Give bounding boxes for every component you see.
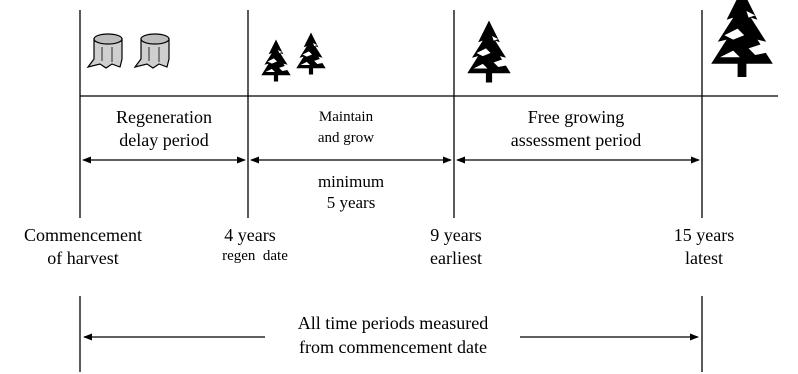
four-years-label-1: 4 years	[224, 225, 275, 245]
regeneration-delay-label-2: delay period	[119, 130, 208, 150]
small-tree-icon	[296, 32, 326, 75]
footer-label-1: All time periods measured	[298, 313, 488, 333]
four-years-label-2: regen date	[222, 248, 288, 264]
minimum-label-2: 5 years	[327, 193, 376, 212]
maintain-grow-label-2: and grow	[318, 130, 374, 146]
medium-tree-icon	[467, 20, 511, 83]
regeneration-delay-label-1: Regeneration	[116, 107, 212, 127]
fifteen-years-label-1: 15 years	[674, 225, 734, 245]
footer-label-2: from commencement date	[299, 337, 487, 357]
minimum-label-1: minimum	[318, 172, 384, 191]
fifteen-years-label-2: latest	[685, 248, 723, 268]
harvest-label-1: Commencement	[24, 225, 142, 245]
stump-icon	[87, 33, 123, 69]
nine-years-label-2: earliest	[430, 248, 482, 268]
large-tree-icon	[711, 0, 773, 77]
maintain-grow-label-1: Maintain	[319, 109, 374, 125]
nine-years-label-1: 9 years	[430, 225, 481, 245]
stump-icon	[134, 33, 170, 69]
harvest-label-2: of harvest	[47, 248, 118, 268]
free-growing-label-2: assessment period	[511, 130, 641, 150]
free-growing-label-1: Free growing	[528, 107, 624, 127]
small-tree-icon	[261, 39, 291, 82]
